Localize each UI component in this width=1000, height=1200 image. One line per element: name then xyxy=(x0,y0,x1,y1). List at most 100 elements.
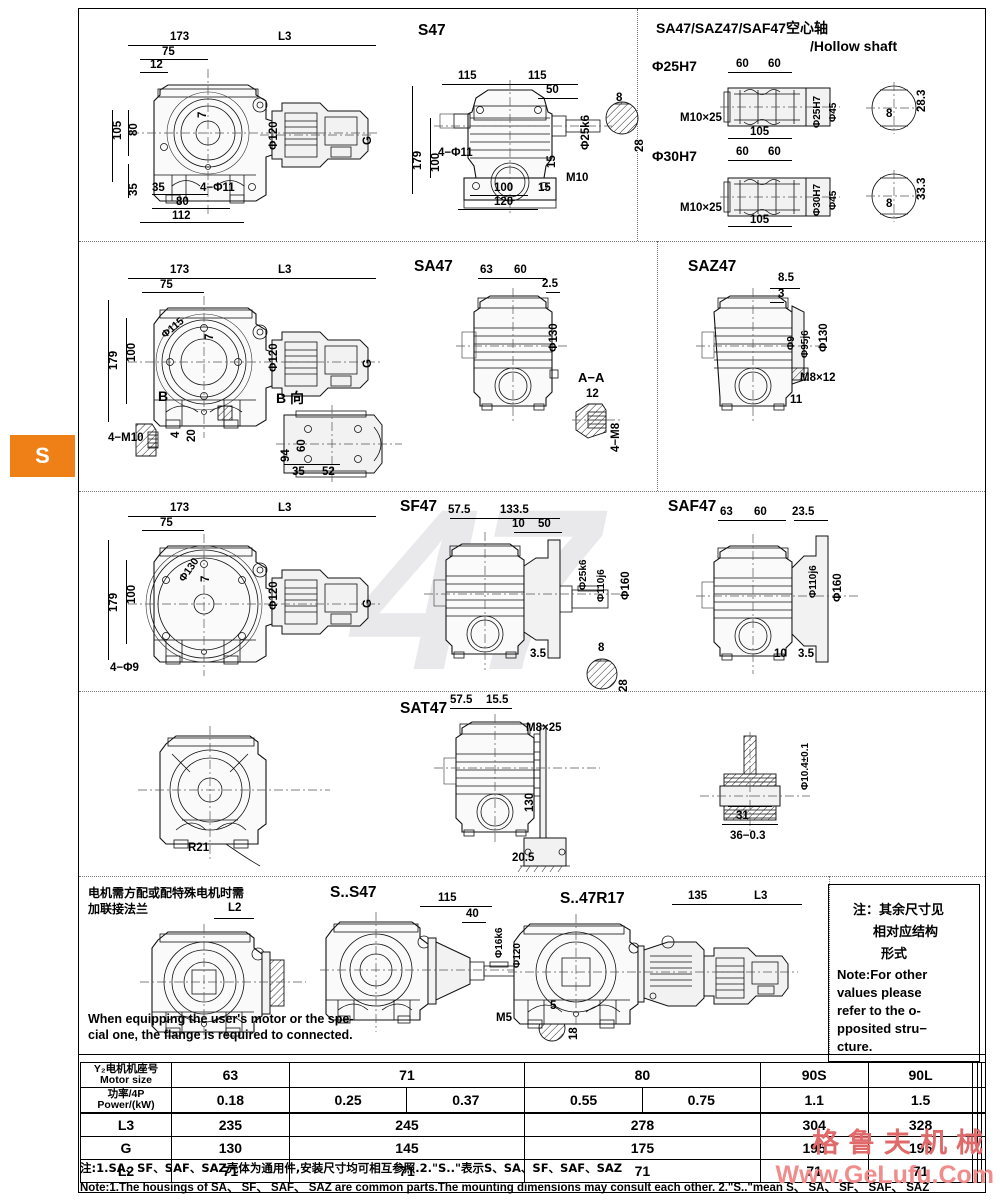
dim-8a: 8 xyxy=(886,108,893,120)
table-cell: 90S xyxy=(759,1062,869,1088)
dim-l2: L2 xyxy=(228,902,242,914)
dim-63a: 63 xyxy=(480,264,493,276)
dim-gc: G xyxy=(362,599,374,608)
dim-75b: 75 xyxy=(160,279,173,291)
dim-h60b: 60 xyxy=(768,58,781,70)
dim-h60a: 60 xyxy=(736,58,749,70)
row-header: L2 xyxy=(80,1159,172,1183)
dim-100c: 100 xyxy=(126,584,138,604)
table-cell: 328 xyxy=(867,1112,974,1137)
dim-phi120c: Φ120 xyxy=(268,581,280,610)
dim-20: 20 xyxy=(186,429,198,442)
dim-m10: M10 xyxy=(566,172,589,184)
table-cell: 0.37 xyxy=(406,1087,526,1114)
dim-h60d: 60 xyxy=(768,146,781,158)
dim-8p5: 8.5 xyxy=(778,272,794,284)
dim-179c: 179 xyxy=(108,592,120,612)
title-sa47: SA47 xyxy=(414,258,453,275)
dim-m10x25a: M10×25 xyxy=(680,112,722,124)
table-cell-empty xyxy=(980,1159,987,1183)
dim-g: G xyxy=(362,136,374,145)
dim-173b: 173 xyxy=(170,264,190,276)
table-cell: 1.5 xyxy=(867,1087,974,1114)
dim-120: 120 xyxy=(494,196,514,208)
row-divider-1 xyxy=(79,241,985,242)
table-cell: 235 xyxy=(171,1112,290,1137)
dim-75c: 75 xyxy=(160,517,173,529)
dim-4phi11b: 4−Φ11 xyxy=(438,147,473,159)
dim-10a: 10 xyxy=(512,518,525,530)
table-cell: 71 xyxy=(759,1159,869,1183)
dim-l3b: L3 xyxy=(278,264,292,276)
dim-173: 173 xyxy=(170,31,190,43)
dim-18key: 18 xyxy=(568,1027,580,1040)
dim-4m10: 4−M10 xyxy=(108,432,144,444)
note-en-5: cture. xyxy=(837,1039,873,1054)
dim-20p5: 20.5 xyxy=(512,852,535,864)
dim-173c: 173 xyxy=(170,502,190,514)
dim-105: 105 xyxy=(112,120,124,140)
dim-8key: 8 xyxy=(616,92,623,104)
dim-179b: 179 xyxy=(108,350,120,370)
dim-135: 135 xyxy=(688,890,708,902)
dim-phi120d: Φ120 xyxy=(512,943,523,968)
row-divider-3 xyxy=(79,691,985,692)
table-cell: 145 xyxy=(288,1136,526,1160)
dim-7b: 7 xyxy=(204,333,216,340)
table-cell: 1.1 xyxy=(759,1087,869,1114)
dim-4phi9: 4−Φ9 xyxy=(110,662,139,674)
dimline-173 xyxy=(128,45,258,46)
row-divider-4 xyxy=(79,876,985,877)
dim-4phi11: 4−Φ11 xyxy=(200,182,235,194)
note-en-2: values please xyxy=(837,985,922,1000)
dim-3: 3 xyxy=(778,288,785,300)
dim-40: 40 xyxy=(466,908,479,920)
dim-115c: 115 xyxy=(438,892,457,904)
dim-60e: 60 xyxy=(514,264,527,276)
title-sat47: SAT47 xyxy=(400,700,448,717)
dim-100h: 100 xyxy=(494,182,514,194)
note-en-4: pposited stru− xyxy=(837,1021,927,1036)
dim-179: 179 xyxy=(412,150,424,170)
dim-m5: M5 xyxy=(496,1012,512,1024)
dim-60f: 60 xyxy=(754,506,767,518)
section-tab-s[interactable]: S xyxy=(10,435,75,477)
dim-12b: 12 xyxy=(586,388,599,400)
table-cell: 0.55 xyxy=(524,1087,643,1114)
dim-36: 36−0.3 xyxy=(730,830,766,842)
dim-4m8: 4−M8 xyxy=(610,422,622,452)
col-divider-note xyxy=(829,876,830,1054)
col-divider-top xyxy=(637,9,638,241)
table-cell-empty xyxy=(980,1062,987,1088)
dim-50: 50 xyxy=(546,84,559,96)
table-cell: 278 xyxy=(524,1112,761,1137)
dim-31: 31 xyxy=(736,810,749,822)
row-divider-5 xyxy=(79,1054,985,1055)
note-cn-3: 形式 xyxy=(881,947,908,962)
title-saz47: SAZ47 xyxy=(688,258,737,275)
dim-phi9: Φ9 xyxy=(786,336,797,350)
dim-130: 130 xyxy=(524,792,536,812)
row-divider-2 xyxy=(79,491,985,492)
footnotes: 注:1.SA、SF、SAF、SAZ壳体为通用件,安装尺寸均可相互参照.2."S.… xyxy=(80,1160,929,1198)
dim-phi110j6a: Φ110j6 xyxy=(596,569,607,602)
title-ss47: S..S47 xyxy=(330,884,377,901)
footnote-cn: 注:1.SA、SF、SAF、SAZ壳体为通用件,安装尺寸均可相互参照.2."S.… xyxy=(80,1161,623,1175)
dim-7c: 7 xyxy=(200,575,212,582)
note-cn-2: 相对应结构 xyxy=(873,925,939,940)
dim-h60c: 60 xyxy=(736,146,749,158)
dim-105a: 105 xyxy=(750,126,770,138)
flange-note-cn2: 加联接法兰 xyxy=(88,902,149,916)
label-phi30h7: Φ30H7 xyxy=(652,148,697,164)
dim-57p5a: 57.5 xyxy=(448,504,471,516)
dim-94: 94 xyxy=(280,449,292,462)
dim-15p5: 15.5 xyxy=(486,694,509,706)
dim-m10x25b: M10×25 xyxy=(680,202,722,214)
title-hollow-cn: SA47/SAZ47/SAF47空心轴 xyxy=(656,20,828,36)
title-s47r17: S..47R17 xyxy=(560,890,625,907)
